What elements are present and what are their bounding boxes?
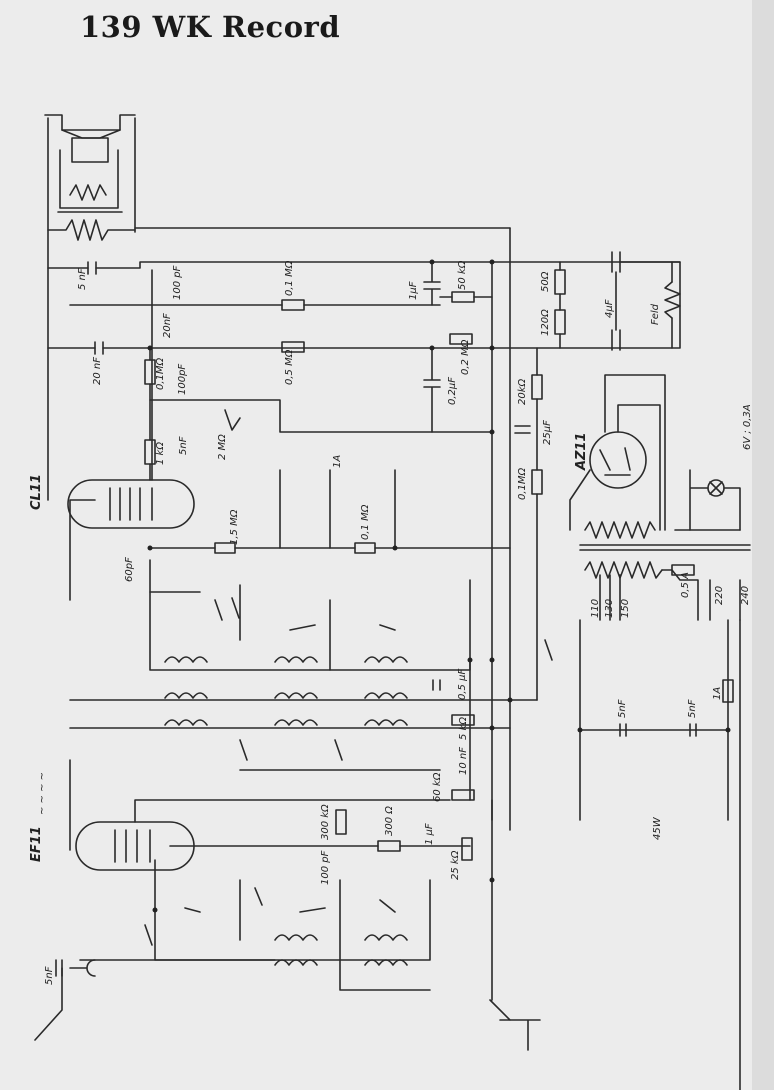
coil-block-lower [34,859,431,1041]
capacitor-1uf [423,261,441,306]
resistor-50k [451,291,475,303]
wire [619,261,681,349]
label-100pf-c: 100 pF [320,850,331,885]
label-01m-top: 0,1 MΩ [284,260,295,296]
label-60k: 60 kΩ [432,772,443,802]
label-150: 150 [620,599,631,618]
label-130: 130 [604,599,615,618]
resistor-120ohm [554,309,566,335]
label-300: 300 Ω [384,806,395,836]
page-title: 139 WK Record [80,10,341,44]
label-5k: 5 kΩ [458,717,469,740]
resistor-1k [144,439,156,465]
mains-capacitors [619,723,697,737]
resistor-300 [377,840,401,852]
label-05uf: 0,5 µF [457,669,468,700]
label-15m: 1,5 MΩ [229,509,240,545]
cl11-output-tube [67,269,195,601]
resistor-300k [335,809,347,835]
resistor-01m-v [144,359,156,385]
field-coil [664,281,681,319]
resistor-01m-c [531,469,543,495]
wire [95,261,681,269]
label-25k: 25 kΩ [450,850,461,880]
switch [544,639,553,661]
label-5nf-m1: 5nF [617,699,628,718]
label-fuse-1a: 1A [712,687,723,700]
label-02m: 0,2 MΩ [460,339,471,375]
label-20nf-a: 20nF [162,313,173,338]
label-240: 240 [740,586,751,605]
resistor-15m [214,542,236,554]
label-ws: ~ ~ ~ ~ [37,772,48,815]
label-2m: 2 MΩ [217,434,228,460]
label-20k: 20kΩ [517,378,528,405]
label-01m-c: 0,1MΩ [517,467,528,500]
label-1uf-b: 1 µF [424,823,435,845]
coil-block-upper [69,559,538,801]
label-4uf: 4µF [604,299,615,318]
label-02uf: 0,2µF [447,377,458,405]
potentiometer-2m [224,409,241,431]
capacitor-bottom [611,329,621,351]
label-5nf-m2: 5nF [687,699,698,718]
resistor-20k [531,374,543,400]
junction-dots [147,259,731,913]
label-01m-v: 0,1MΩ [155,357,166,390]
label-300k: 300 kΩ [320,804,331,840]
wire [279,469,396,549]
resistor-60k [451,789,475,801]
label-1k: 1 kΩ [155,442,166,465]
label-50ohm: 50Ω [540,271,551,292]
label-az11: AZ11 [574,432,589,471]
label-50k: 50 kΩ [457,260,468,290]
capacitor-02uf [423,347,441,433]
component-labels: 5 nF 100 pF 0,1 MΩ 1µF 50 kΩ 50Ω 4µF Fel… [29,260,753,985]
resistor-01m-b [354,542,376,554]
pilot-lamp [674,469,741,531]
fuse-1a [722,679,734,703]
resistor-05m [281,341,305,353]
resistor-02m [449,333,473,345]
resistor-01m [281,299,305,311]
paper-edge [752,0,774,1090]
ef11-if-tube [75,799,471,871]
label-120ohm: 120Ω [540,309,551,336]
label-05a: 0,5 A [680,572,691,598]
capacitor-20nf [94,341,104,355]
label-110: 110 [590,599,601,618]
loudspeaker [44,114,136,213]
label-lamp: 6V ; 0,3A [742,404,753,450]
label-1uf: 1µF [408,281,419,300]
label-10nf: 10 nF [458,747,469,775]
power-transformer [579,521,751,1090]
label-01m-b: 0,1 MΩ [360,504,371,540]
label-tap-1a: 1A [332,455,343,468]
label-60pf: 60pF [124,557,135,582]
label-ef11: EF11 [29,826,44,862]
output-transformer [47,117,136,501]
capacitor-25uf [514,425,531,434]
label-100pf: 100 pF [172,265,183,300]
label-20nf-b: 20 nF [92,357,103,385]
label-25uf: 25µF [542,420,553,445]
label-05m: 0,5 MΩ [284,349,295,385]
capacitor-5nf [87,261,97,275]
label-5nf-a: 5nF [178,436,189,455]
label-45w: 45W [652,816,663,840]
label-220: 220 [714,586,725,605]
az11-rectifier-tube [569,374,666,531]
label-5nf: 5 nF [77,268,88,290]
label-100pf-b: 100pF [177,364,188,395]
label-cl11: CL11 [29,474,44,510]
label-5nf-ant: 5nF [44,966,55,985]
label-feld: Feld [650,303,661,325]
resistor-25k [461,837,473,861]
ground [489,799,541,1051]
resistor-50ohm [554,269,566,295]
wire [149,399,491,433]
